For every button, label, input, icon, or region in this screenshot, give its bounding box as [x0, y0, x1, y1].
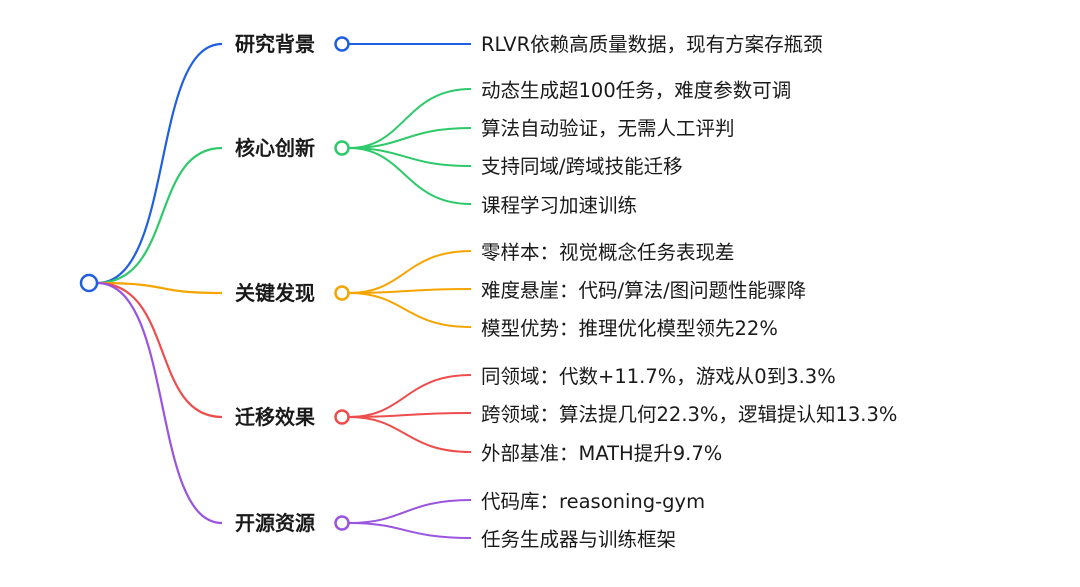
leaf-innovation-2: 算法自动验证，无需人工评判 [481, 117, 735, 140]
leaf-findings-1: 零样本：视觉概念任务表现差 [481, 241, 735, 264]
connector-root-findings [96, 281, 223, 295]
branch-node-innovation[interactable] [334, 140, 350, 156]
connector-findings-leaf-3 [348, 292, 472, 328]
connector-transfer-leaf-3 [348, 416, 472, 453]
leaf-transfer-2: 跨领域：算法提几何22.3%，逻辑提认知13.3% [481, 403, 897, 426]
connector-transfer-leaf-1 [348, 374, 472, 418]
connector-findings-leaf-2 [348, 288, 472, 294]
connector-innovation-leaf-1 [348, 88, 472, 149]
leaf-transfer-3: 外部基准：MATH提升9.7% [481, 442, 722, 465]
connector-innovation-leaf-2 [348, 127, 472, 149]
leaf-transfer-1: 同领域：代数+11.7%，游戏从0到3.3% [481, 365, 836, 388]
branch-title-background: 研究背景 [235, 32, 315, 56]
branch-title-opensource: 开源资源 [235, 511, 315, 535]
leaf-opensource-1: 代码库：reasoning-gym [481, 490, 705, 513]
leaf-background-1: RLVR依赖高质量数据，现有方案存瓶颈 [481, 33, 823, 56]
leaf-innovation-4: 课程学习加速训练 [481, 194, 637, 217]
branch-title-innovation: 核心创新 [235, 136, 315, 160]
connector-layer [96, 42, 472, 539]
branch-title-findings: 关键发现 [235, 281, 315, 305]
connector-root-innovation [96, 146, 223, 285]
connector-innovation-leaf-3 [348, 147, 472, 167]
connector-root-opensource [96, 281, 223, 525]
connector-findings-leaf-1 [348, 250, 472, 294]
connector-root-transfer [96, 281, 223, 419]
branch-title-transfer: 迁移效果 [235, 405, 315, 429]
leaf-innovation-3: 支持同域/跨域技能迁移 [481, 155, 683, 178]
branch-node-background[interactable] [334, 36, 350, 52]
leaf-findings-3: 模型优势：推理优化模型领先22% [481, 317, 778, 340]
branch-node-opensource[interactable] [334, 515, 350, 531]
root-node[interactable] [79, 273, 99, 293]
branch-node-findings[interactable] [334, 285, 350, 301]
branch-node-transfer[interactable] [334, 409, 350, 425]
connector-root-background [96, 42, 223, 285]
leaf-innovation-1: 动态生成超100任务，难度参数可调 [481, 79, 791, 102]
connector-opensource-leaf-2 [348, 522, 472, 539]
connector-opensource-leaf-1 [348, 499, 472, 524]
connector-transfer-leaf-2 [348, 412, 472, 418]
leaf-opensource-2: 任务生成器与训练框架 [481, 528, 676, 551]
connector-innovation-leaf-4 [348, 147, 472, 205]
leaf-findings-2: 难度悬崖：代码/算法/图问题性能骤降 [481, 279, 806, 302]
